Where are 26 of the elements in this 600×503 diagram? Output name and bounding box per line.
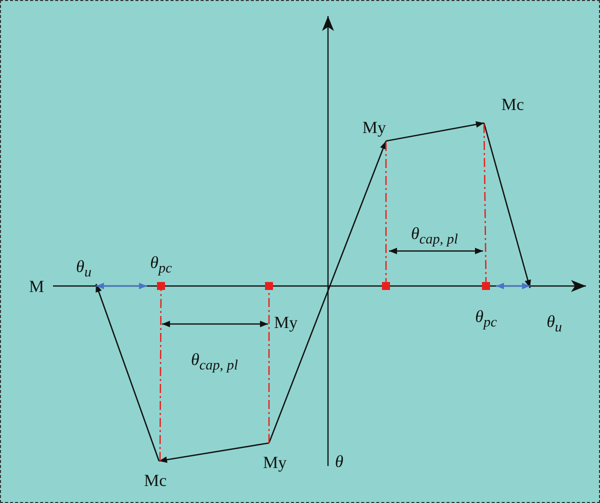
- arrow: [386, 121, 484, 142]
- point-label: θ$_{u}$: [530, 288, 562, 335]
- point-label: Mc: [484, 96, 524, 123]
- point-label: My: [351, 119, 386, 141]
- dimension-label: θ$_{cap, pl}$: [411, 225, 458, 247]
- projection-line: [483, 124, 487, 282]
- axis-label: θ: [335, 453, 344, 470]
- point-marker: [265, 282, 273, 290]
- point-marker: [382, 282, 390, 290]
- arrow: [496, 282, 530, 290]
- arrow: [96, 282, 147, 290]
- point-label: My: [263, 443, 299, 471]
- point-label: Mc: [144, 461, 180, 489]
- projection-line: [268, 290, 270, 443]
- arrow: [95, 284, 160, 462]
- marked-point: θ$_{pc}$: [476, 282, 496, 330]
- point-label: θ$_{u}$: [76, 258, 106, 284]
- arrow: [158, 442, 270, 463]
- point-label: My: [274, 314, 298, 331]
- arrow: [268, 140, 387, 444]
- arrow: [483, 122, 531, 288]
- dimension-label: θ$_{cap, pl}$: [191, 351, 238, 373]
- projection-line: [385, 142, 387, 282]
- projection-line: [159, 290, 162, 461]
- marked-point: θ$_{pc}$: [147, 254, 175, 290]
- axis-label: M: [29, 278, 44, 295]
